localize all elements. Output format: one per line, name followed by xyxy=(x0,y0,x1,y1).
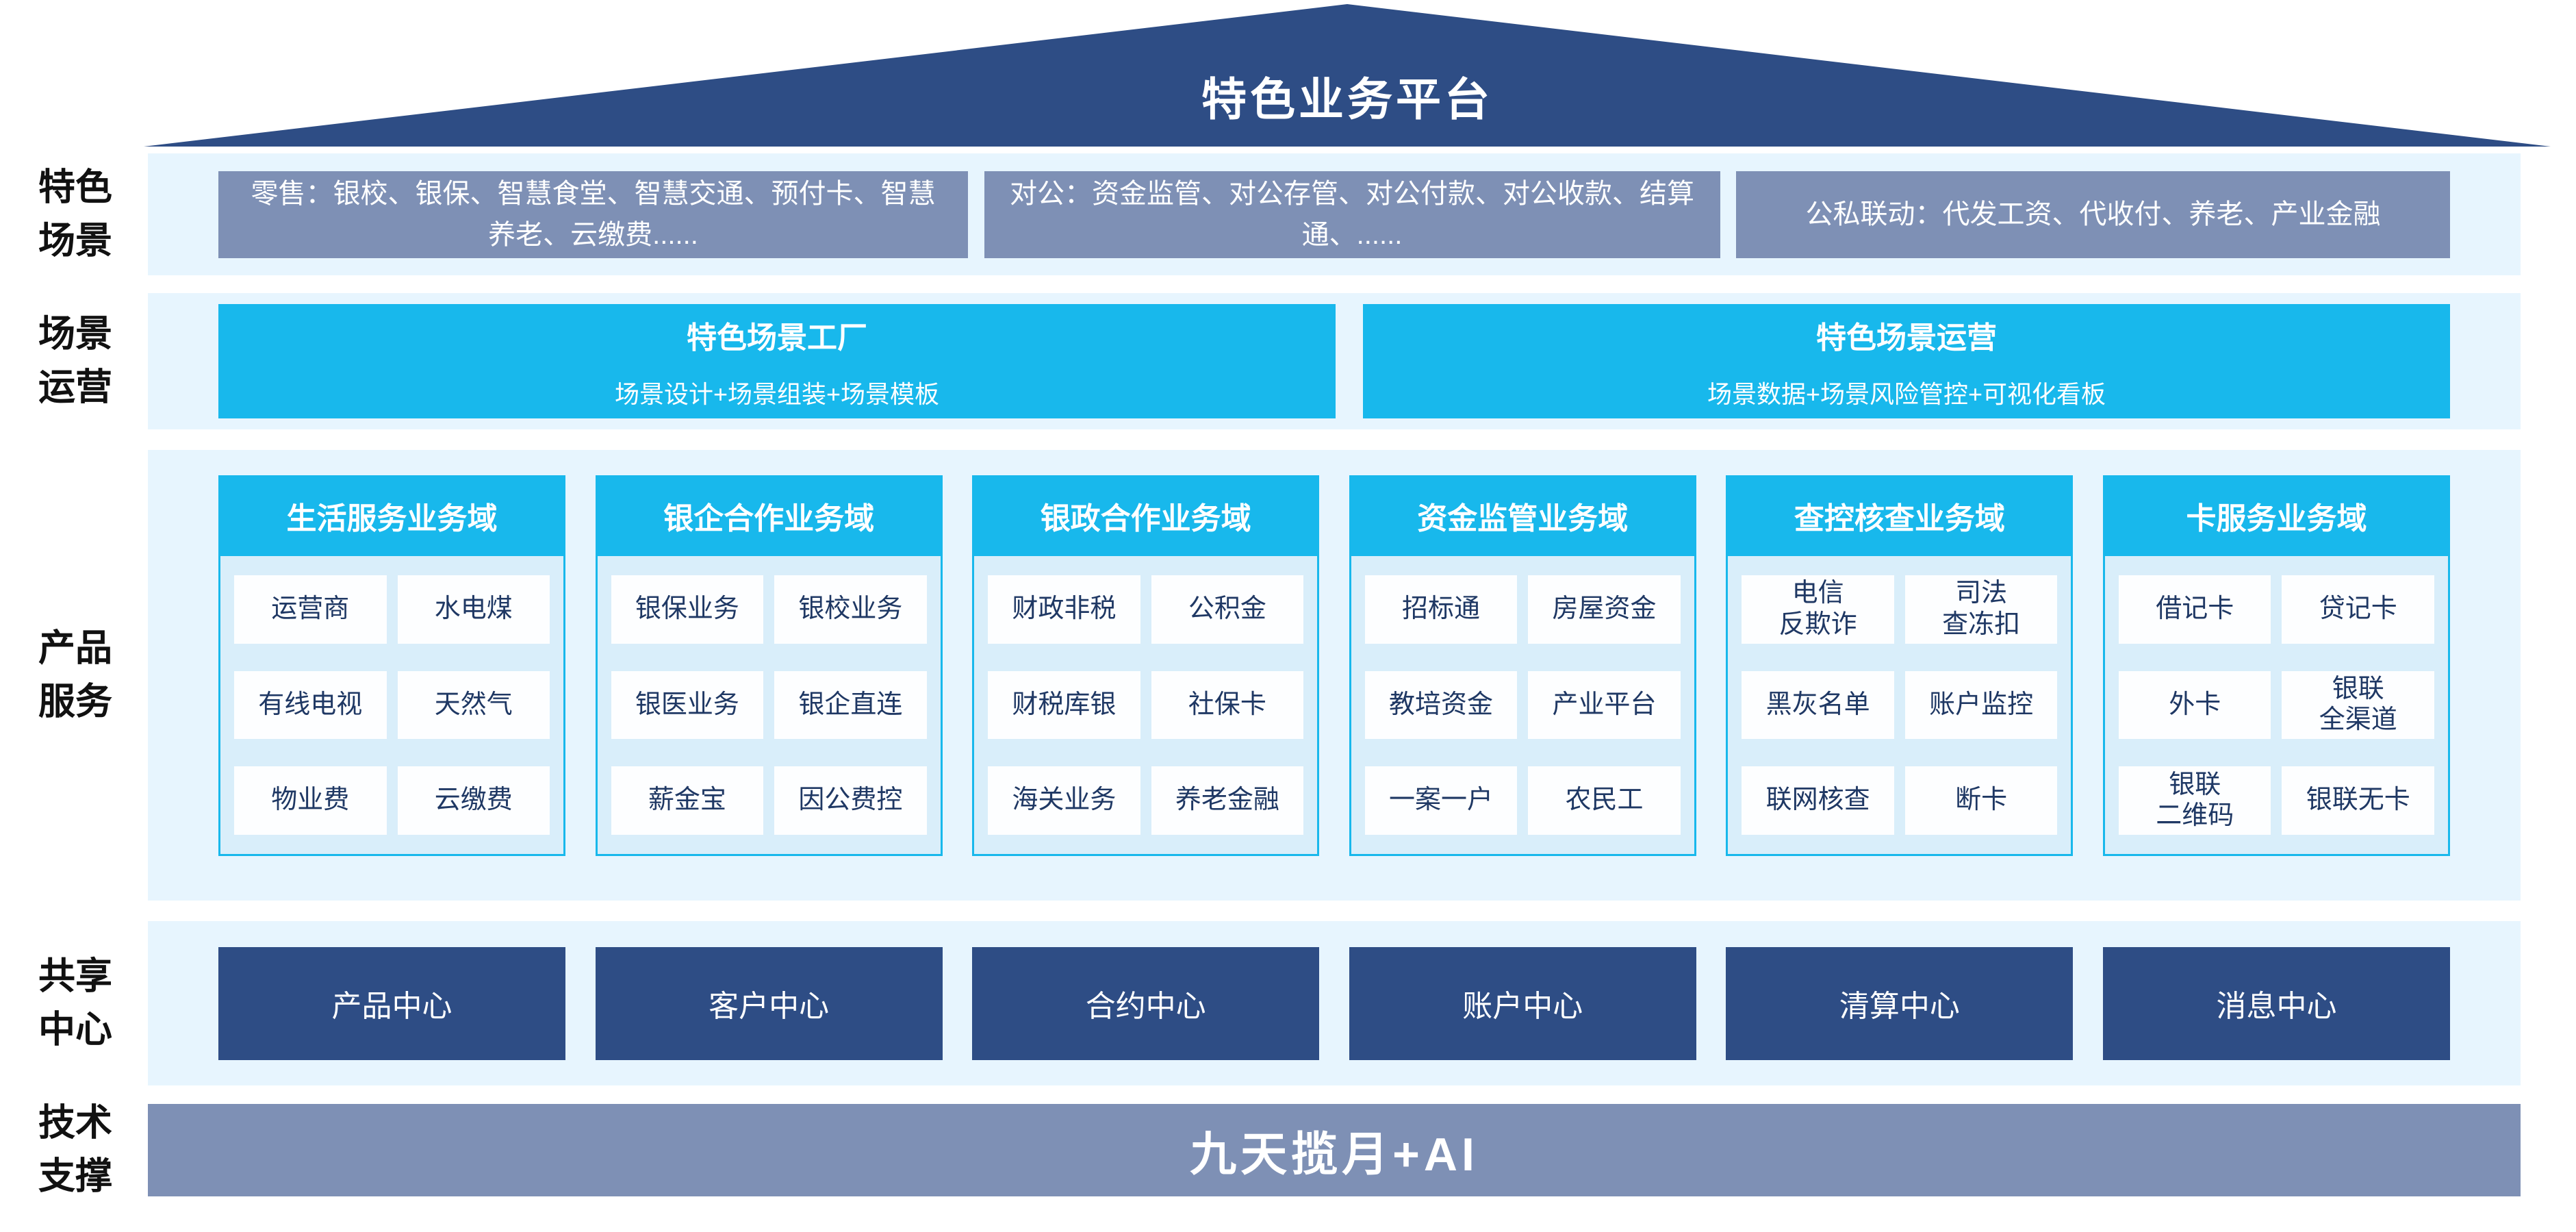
domain-card-services: 卡服务业务域 借记卡 贷记卡 外卡 银联 全渠道 银联 二维码 银联无卡 xyxy=(2102,475,2450,856)
product-cell: 联网核查 xyxy=(1742,766,1894,835)
product-cell: 外卡 xyxy=(2118,670,2271,740)
product-cell: 账户监控 xyxy=(1904,670,2058,740)
product-cell: 农民工 xyxy=(1528,766,1681,835)
domain-header: 银政合作业务域 xyxy=(972,475,1320,556)
product-cell: 司法 查冻扣 xyxy=(1904,575,2058,644)
domain-body: 运营商 水电煤 有线电视 天然气 物业费 云缴费 xyxy=(218,556,565,856)
product-cell: 教培资金 xyxy=(1364,670,1518,740)
scenario-operation-subtitle: 场景数据+场景风险管控+可视化看板 xyxy=(1707,379,2106,408)
product-cell: 银医业务 xyxy=(611,670,764,740)
product-cell: 云缴费 xyxy=(397,766,550,835)
product-cell: 物业费 xyxy=(234,766,387,835)
center-message: 消息中心 xyxy=(2102,946,2450,1060)
domain-bank-government: 银政合作业务域 财政非税 公积金 财税库银 社保卡 海关业务 养老金融 xyxy=(972,475,1320,856)
product-cell: 财政非税 xyxy=(988,575,1140,644)
side-label-operations: 场景 运营 xyxy=(38,313,112,408)
product-cell: 银校业务 xyxy=(774,575,927,644)
tech-support-bar: 九天揽月+AI xyxy=(148,1104,2521,1196)
side-label-products: 产品 服务 xyxy=(38,627,112,722)
product-cell: 银企直连 xyxy=(774,670,927,740)
product-cell: 养老金融 xyxy=(1151,766,1304,835)
scenario-operation-title: 特色场景运营 xyxy=(1816,320,1997,355)
scenario-operation-box: 特色场景运营 场景数据+场景风险管控+可视化看板 xyxy=(1363,304,2450,418)
product-cell: 财税库银 xyxy=(988,670,1140,740)
product-cell: 有线电视 xyxy=(234,670,387,740)
center-customer: 客户中心 xyxy=(595,946,943,1060)
center-account: 账户中心 xyxy=(1349,946,1696,1060)
scenario-factory-subtitle: 场景设计+场景组装+场景模板 xyxy=(614,379,940,408)
domain-header: 资金监管业务域 xyxy=(1349,475,1696,556)
product-cell: 因公费控 xyxy=(774,766,927,835)
scenario-factory-title: 特色场景工厂 xyxy=(687,320,867,355)
product-cell: 薪金宝 xyxy=(611,766,764,835)
product-cell: 运营商 xyxy=(234,575,387,644)
scenario-public-private: 公私联动：代发工资、代收付、养老、产业金融 xyxy=(1736,171,2450,258)
operations-band: 特色场景工厂 场景设计+场景组装+场景模板 特色场景运营 场景数据+场景风险管控… xyxy=(148,293,2521,429)
scenario-retail: 零售：银校、银保、智慧食堂、智慧交通、预付卡、智慧养老、云缴费...... xyxy=(218,171,968,258)
center-product: 产品中心 xyxy=(218,946,565,1060)
domain-fund-supervision: 资金监管业务域 招标通 房屋资金 教培资金 产业平台 一案一户 农民工 xyxy=(1349,475,1696,856)
product-cell: 一案一户 xyxy=(1364,766,1518,835)
product-cell: 天然气 xyxy=(397,670,550,740)
product-cell: 招标通 xyxy=(1364,575,1518,644)
product-cell: 公积金 xyxy=(1151,575,1304,644)
product-cell: 房屋资金 xyxy=(1528,575,1681,644)
product-cell: 断卡 xyxy=(1904,766,2058,835)
product-cell: 电信 反欺诈 xyxy=(1742,575,1894,644)
domain-bank-enterprise: 银企合作业务域 银保业务 银校业务 银医业务 银企直连 薪金宝 因公费控 xyxy=(595,475,943,856)
side-label-centers: 共享 中心 xyxy=(38,955,112,1051)
product-cell: 社保卡 xyxy=(1151,670,1304,740)
page-title: 特色业务平台 xyxy=(1201,74,1493,125)
domain-body: 借记卡 贷记卡 外卡 银联 全渠道 银联 二维码 银联无卡 xyxy=(2102,556,2450,856)
domain-life-services: 生活服务业务域 运营商 水电煤 有线电视 天然气 物业费 云缴费 xyxy=(218,475,565,856)
product-cell: 银联无卡 xyxy=(2282,766,2434,835)
domain-header: 银企合作业务域 xyxy=(595,475,943,556)
domain-body: 财政非税 公积金 财税库银 社保卡 海关业务 养老金融 xyxy=(972,556,1320,856)
product-cell: 黑灰名单 xyxy=(1742,670,1894,740)
domain-body: 招标通 房屋资金 教培资金 产业平台 一案一户 农民工 xyxy=(1349,556,1696,856)
domain-body: 电信 反欺诈 司法 查冻扣 黑灰名单 账户监控 联网核查 断卡 xyxy=(1726,556,2074,856)
platform-roof: 特色业务平台 xyxy=(144,4,2551,147)
center-contract: 合约中心 xyxy=(972,946,1320,1060)
domain-header: 查控核查业务域 xyxy=(1726,475,2074,556)
product-cell: 借记卡 xyxy=(2118,575,2271,644)
side-label-scenarios: 特色 场景 xyxy=(38,166,112,262)
product-cell: 产业平台 xyxy=(1528,670,1681,740)
product-cell: 海关业务 xyxy=(988,766,1140,835)
scenario-band: 零售：银校、银保、智慧食堂、智慧交通、预付卡、智慧养老、云缴费...... 对公… xyxy=(148,153,2521,275)
domain-header: 生活服务业务域 xyxy=(218,475,565,556)
domain-inquiry-control: 查控核查业务域 电信 反欺诈 司法 查冻扣 黑灰名单 账户监控 联网核查 断卡 xyxy=(1726,475,2074,856)
side-label-tech: 技术 支撑 xyxy=(38,1102,112,1197)
product-cell: 银保业务 xyxy=(611,575,764,644)
scenario-factory-box: 特色场景工厂 场景设计+场景组装+场景模板 xyxy=(218,304,1336,418)
shared-centers-band: 产品中心 客户中心 合约中心 账户中心 清算中心 消息中心 xyxy=(148,921,2521,1085)
center-clearing: 清算中心 xyxy=(1726,946,2074,1060)
product-cell: 银联 二维码 xyxy=(2118,766,2271,835)
domain-body: 银保业务 银校业务 银医业务 银企直连 薪金宝 因公费控 xyxy=(595,556,943,856)
products-band: 生活服务业务域 运营商 水电煤 有线电视 天然气 物业费 云缴费 银企合作业务域… xyxy=(148,450,2521,901)
scenario-corporate: 对公：资金监管、对公存管、对公付款、对公收款、结算通、...... xyxy=(984,171,1720,258)
product-cell: 银联 全渠道 xyxy=(2282,670,2434,740)
product-cell: 贷记卡 xyxy=(2282,575,2434,644)
domain-header: 卡服务业务域 xyxy=(2102,475,2450,556)
product-cell: 水电煤 xyxy=(397,575,550,644)
